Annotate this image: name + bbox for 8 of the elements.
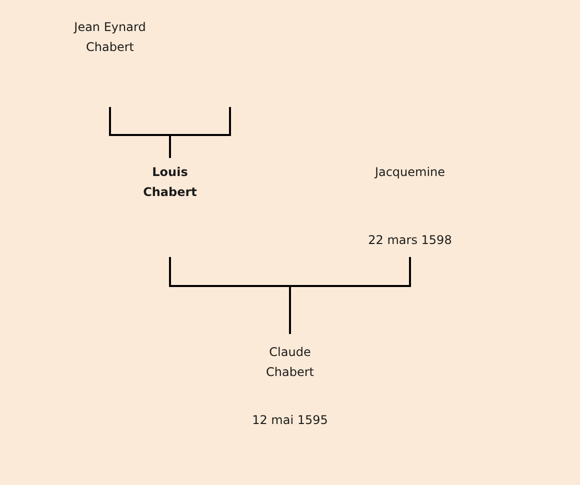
person-name: Louis Chabert	[141, 162, 199, 202]
person-name: Jean Eynard Chabert	[69, 17, 151, 57]
person-name: Jacquemine	[373, 164, 446, 181]
connector-line	[289, 257, 411, 334]
connector-line	[169, 107, 231, 158]
date-text: 12 mai 1595	[252, 412, 328, 429]
person-name: Claude Chabert	[265, 344, 315, 381]
date-text: 22 mars 1598	[368, 232, 452, 249]
